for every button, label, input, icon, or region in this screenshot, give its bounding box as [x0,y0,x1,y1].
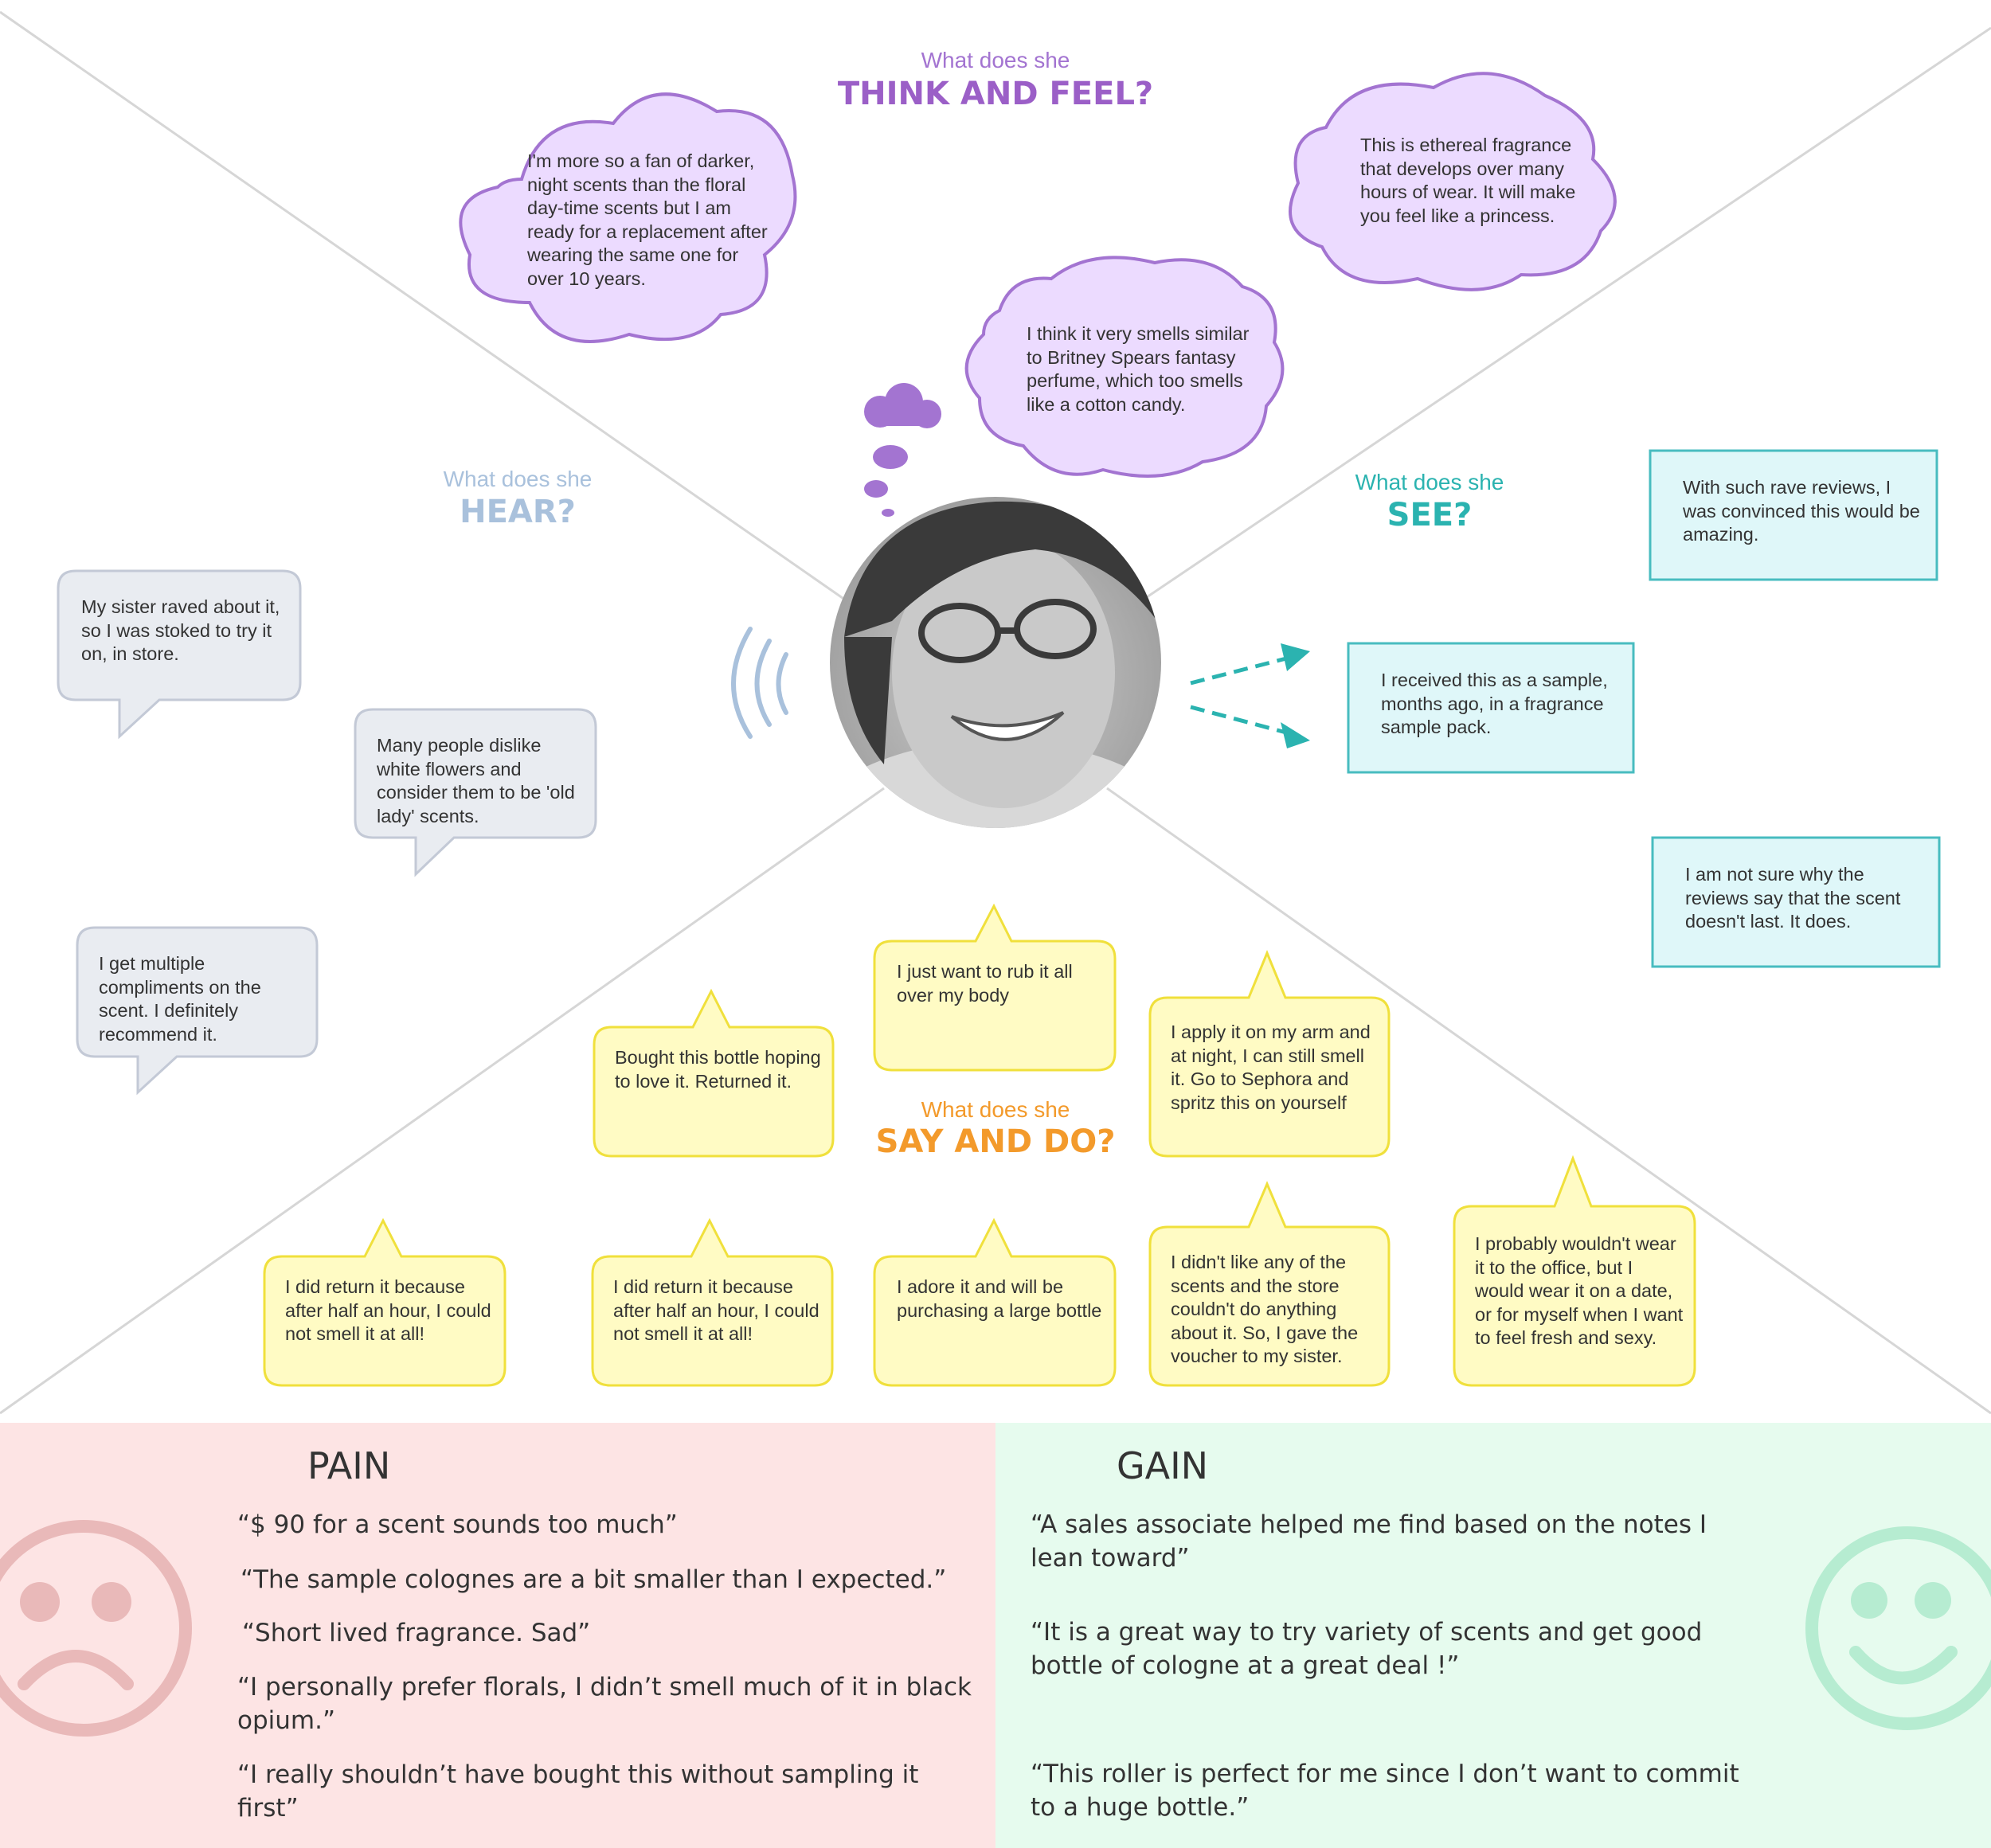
see-box-2 [1347,642,1635,774]
say-bubble-8 [1453,1155,1696,1387]
divider-line-bottom-left [0,787,885,1415]
pain-quote-2: “The sample colognes are a bit smaller t… [241,1565,947,1594]
say-text-5: I did return it because after half an ho… [613,1276,819,1344]
thought-cloud-1 [459,92,797,343]
say-bubble-4 [263,1217,507,1387]
thought-cloud-3 [964,256,1285,478]
gain-quote-1: “A sales associate helped me find based … [1031,1510,1707,1573]
divider-line-top-left [0,10,859,611]
say-text-3: I apply it on my arm and at night, I can… [1171,1022,1371,1113]
gain-quote-2: “It is a great way to try variety of sce… [1031,1618,1703,1680]
see-text-1: With such rave reviews, I was convinced … [1683,477,1920,545]
see-title: SEE? [1387,497,1473,533]
pain-quote-4: “I personally prefer florals, I didn’t s… [237,1673,972,1735]
hear-bubble-3 [76,926,319,1096]
pain-quote-3: “Short lived fragrance. Sad” [242,1619,591,1647]
say-text-4: I did return it because after half an ho… [285,1276,491,1344]
cloud-text-2: This is ethereal fragrance that develops… [1360,135,1576,226]
hear-text-1: My sister raved about it, so I was stoke… [81,596,280,664]
say-bubble-2 [593,988,835,1158]
thought-cloud-2 [1289,72,1617,291]
sight-arrows-icon [1190,643,1310,748]
divider-line-bottom-right [1106,787,1991,1415]
say-bubble-3 [1148,950,1391,1158]
say-text-6: I adore it and will be purchasing a larg… [897,1276,1102,1321]
hear-prefix: What does she [443,467,593,491]
hear-bubble-2 [354,708,597,877]
think-feel-title: THINK AND FEEL? [837,76,1154,112]
see-text-2: I received this as a sample, months ago,… [1381,670,1608,737]
say-text-8: I probably wouldn't wear it to the offic… [1475,1233,1684,1348]
say-bubble-7 [1148,1181,1391,1387]
see-box-1 [1649,449,1938,581]
cloud-text-1: I'm more so a fan of darker, night scent… [527,150,768,289]
sad-face-icon [0,1520,192,1737]
see-box-3 [1651,836,1941,968]
say-bubble-6 [873,1217,1117,1387]
say-do-title: SAY AND DO? [875,1123,1116,1160]
think-feel-prefix: What does she [921,48,1070,72]
gain-panel: GAIN “A sales associate helped me find b… [996,1423,1991,1848]
pain-panel: PAIN “$ 90 for a scent sounds too much” … [0,1423,996,1848]
cloud-text-3: I think it very smells similar to Britne… [1027,323,1250,415]
say-text-2: Bought this bottle hoping to love it. Re… [615,1047,821,1092]
say-do-prefix: What does she [921,1097,1070,1122]
see-text-3: I am not sure why the reviews say that t… [1685,864,1901,932]
see-prefix: What does she [1355,470,1504,494]
hear-text-3: I get multiple compliments on the scent.… [99,953,261,1045]
gain-quote-3: “This roller is perfect for me since I d… [1031,1760,1739,1822]
thought-bubble-icon [864,383,941,517]
hear-bubble-1 [57,569,302,740]
pain-quote-1: “$ 90 for a scent sounds too much” [237,1510,678,1539]
divider-line-top-right [1146,26,1991,599]
say-bubble-1 [873,903,1117,1072]
say-text-7: I didn't like any of the scents and the … [1171,1252,1359,1366]
say-bubble-5 [591,1217,834,1387]
hear-text-2: Many people dislike white flowers and co… [377,735,575,826]
hear-title: HEAR? [460,494,576,530]
pain-title: PAIN [307,1444,391,1487]
say-text-1: I just want to rub it all over my body [897,961,1073,1006]
pain-quote-5: “I really shouldn’t have bought this wit… [237,1760,919,1823]
happy-face-icon [1805,1526,1991,1730]
gain-title: GAIN [1117,1444,1209,1487]
sound-waves-icon [731,627,788,739]
